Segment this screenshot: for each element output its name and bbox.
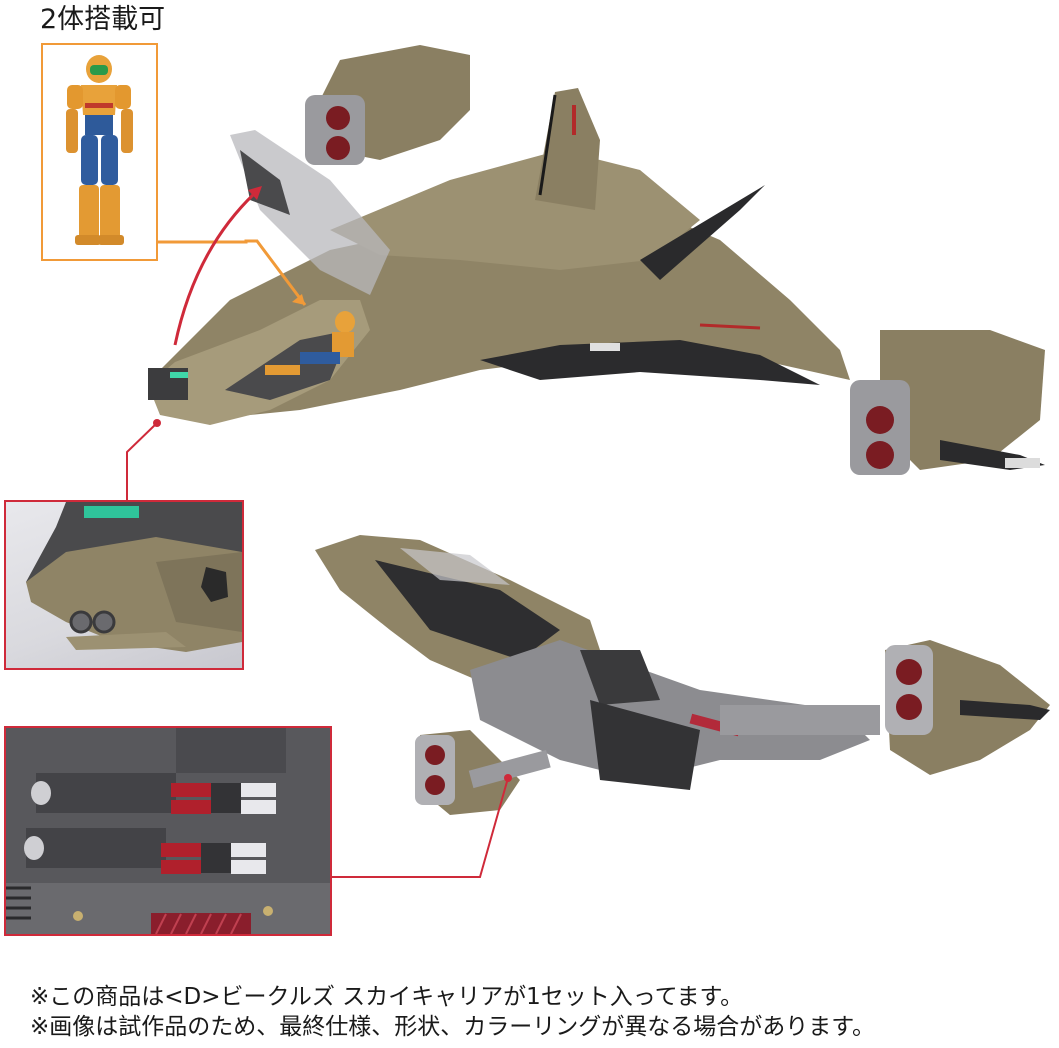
missile-detail-box xyxy=(4,726,332,936)
footnotes: ※この商品は<D>ビークルズ スカイキャリアが1セット入ってます。 ※画像は試作… xyxy=(30,982,875,1042)
nose-callout-line xyxy=(126,422,158,501)
nose-detail-box xyxy=(4,500,244,670)
pilot-figure-image xyxy=(66,55,133,245)
vehicle-top-view xyxy=(148,45,1045,475)
nose-detail-image xyxy=(26,502,242,652)
footnote-contents: ※この商品は<D>ビークルズ スカイキャリアが1セット入ってます。 xyxy=(30,984,744,1010)
pilot-arrowhead-icon xyxy=(292,294,305,305)
vehicle-bottom-view xyxy=(315,535,1050,815)
canopy-arrowhead-icon xyxy=(248,186,262,200)
footnote-prototype-disclaimer: ※画像は試作品のため、最終仕様、形状、カラーリングが異なる場合があります。 xyxy=(30,1014,875,1040)
capacity-caption: 2体搭載可 xyxy=(40,4,166,35)
product-illustration xyxy=(126,45,1050,878)
canopy-open-arrow xyxy=(173,191,257,346)
missile-callout-line xyxy=(332,777,509,878)
pilot-figure-box xyxy=(41,43,158,261)
missile-detail-image xyxy=(6,728,330,934)
